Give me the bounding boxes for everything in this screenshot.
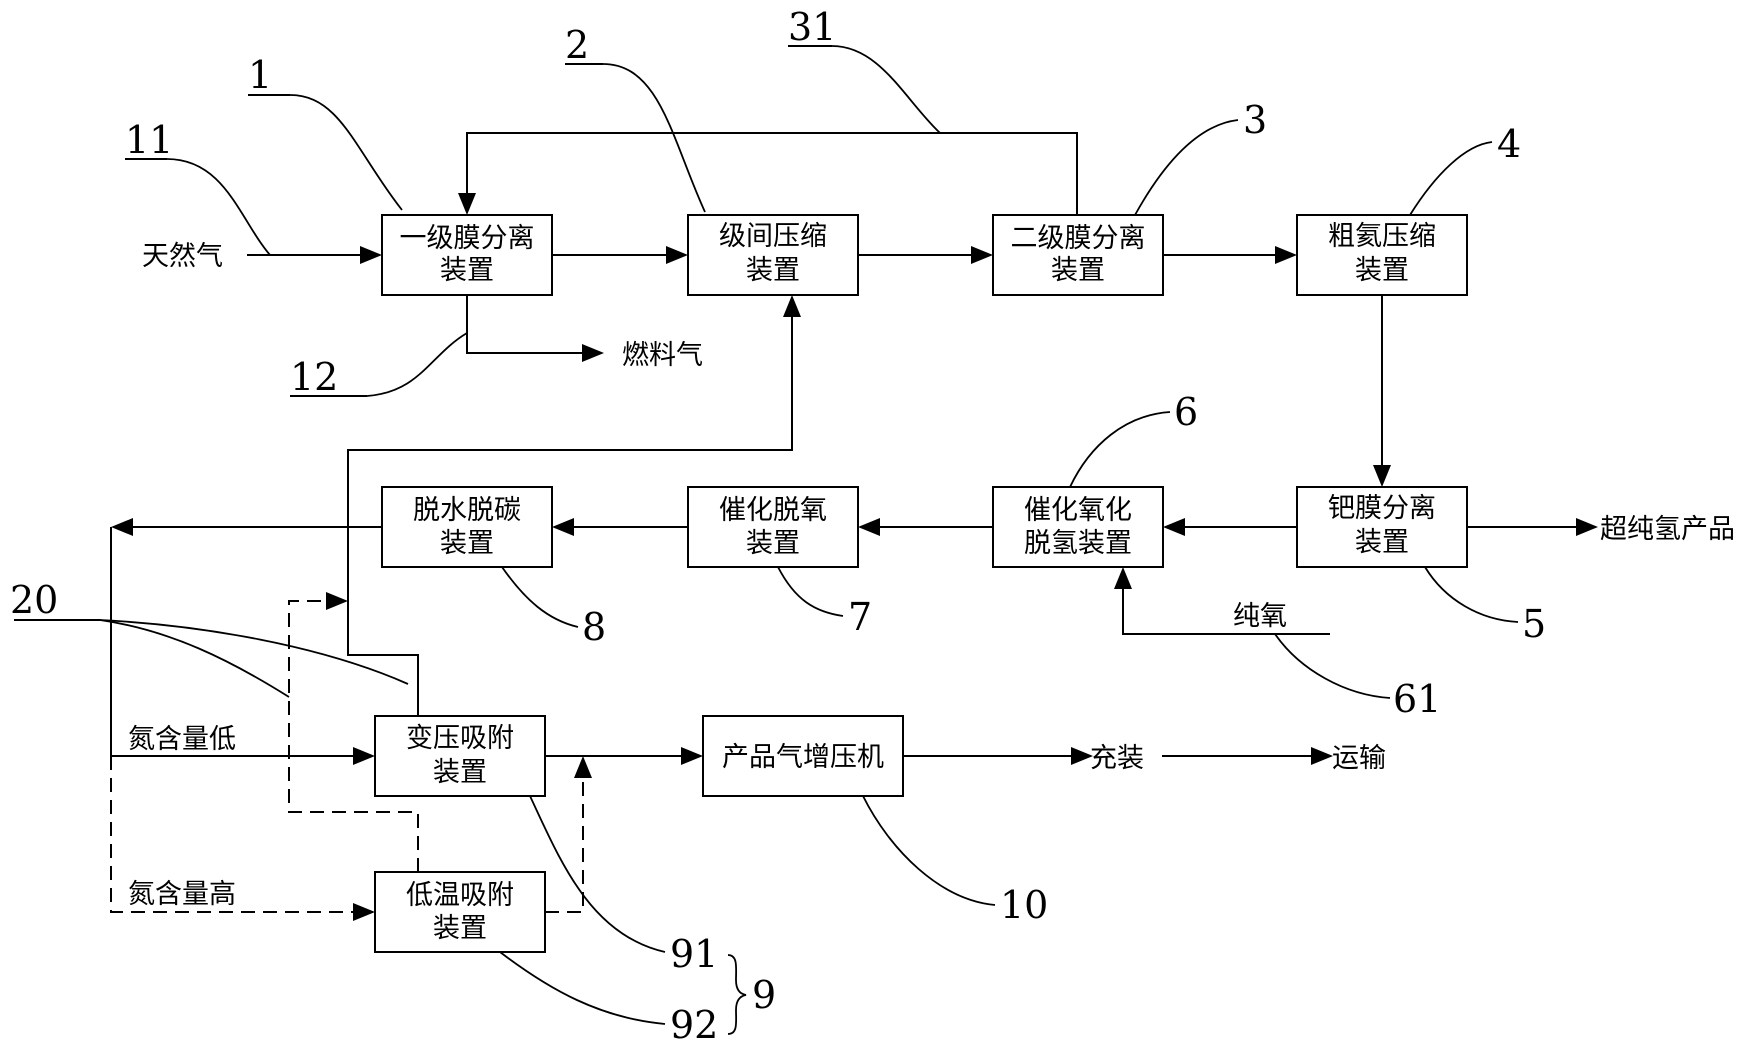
arrow-head	[666, 246, 688, 264]
palladium-membrane-separation-label-1: 钯膜分离	[1328, 493, 1436, 524]
ref-number-11: 11	[125, 118, 173, 162]
brace-91-92	[727, 954, 747, 1035]
primary-membrane-separation-label-1: 一级膜分离	[400, 223, 535, 254]
ref-number-12: 12	[290, 355, 338, 399]
ref-number-9: 9	[752, 973, 776, 1017]
leader-line-5	[1424, 566, 1519, 623]
crude-helium-compression-label-1: 粗氦压缩	[1328, 221, 1436, 252]
ultra-pure-hydrogen-label: 超纯氢产品	[1600, 514, 1735, 545]
leader-line-1	[289, 94, 403, 211]
crude-helium-compression-label-2: 装置	[1355, 255, 1409, 286]
dehydration-decarbonization-label-2: 装置	[440, 528, 494, 559]
pressure-swing-adsorption-label-2: 装置	[433, 757, 487, 788]
catalytic-deoxygenation-label-2: 装置	[746, 528, 800, 559]
arrow-head	[552, 518, 574, 536]
leader-line-2	[602, 63, 706, 213]
filling-label: 充装	[1090, 743, 1144, 774]
pure-oxygen-line	[1122, 585, 1330, 635]
leader-line-7	[777, 566, 844, 617]
high-nitrogen-dashed-line	[110, 756, 357, 913]
pure-oxygen-label: 纯氧	[1233, 601, 1287, 632]
arrow-head	[360, 246, 382, 264]
arrow-head	[353, 747, 375, 765]
arrow-head	[458, 193, 476, 215]
leader-line-61	[1274, 633, 1391, 699]
primary-membrane-separation-box	[381, 214, 553, 296]
interstage-compression-label-1: 级间压缩	[719, 221, 827, 252]
arrow-head	[326, 592, 348, 610]
ref-number-10: 10	[1000, 883, 1048, 927]
arrow-head	[1275, 246, 1297, 264]
ref-number-7: 7	[848, 595, 872, 639]
arrow-head	[783, 295, 801, 317]
arrow-head	[1163, 518, 1185, 536]
recycle-line-31	[466, 132, 1078, 215]
leader-line-20a	[99, 619, 409, 685]
ref-number-5: 5	[1522, 602, 1546, 646]
catalytic-deoxygenation-label-1: 催化脱氧	[719, 495, 827, 526]
recycle-line-20	[347, 313, 793, 716]
ref-number-1: 1	[248, 53, 272, 97]
ref-number-91: 91	[670, 932, 718, 976]
transport-label: 运输	[1332, 743, 1386, 774]
natural-gas-label: 天然气	[142, 241, 223, 272]
low-temperature-adsorption-label-1: 低温吸附	[406, 880, 514, 911]
leader-line-8	[501, 566, 579, 628]
ref-number-6: 6	[1174, 390, 1198, 434]
leader-line-31	[831, 45, 941, 134]
secondary-membrane-separation-label-2: 装置	[1051, 255, 1105, 286]
interstage-compression-box	[687, 214, 859, 296]
arrow-head	[681, 747, 703, 765]
product-gas-booster-label: 产品气增压机	[722, 742, 884, 773]
ref-number-2: 2	[565, 23, 589, 67]
palladium-membrane-separation-box	[1296, 486, 1468, 568]
arrow-head	[1071, 747, 1093, 765]
arrow-head	[858, 518, 880, 536]
high-nitrogen-label: 氮含量高	[128, 879, 236, 910]
leader-line-20b	[99, 619, 290, 698]
ref-number-61: 61	[1393, 677, 1441, 721]
pressure-swing-adsorption-label-1: 变压吸附	[406, 723, 514, 754]
ref-number-4: 4	[1497, 122, 1521, 166]
arrow-head	[353, 903, 375, 921]
arrow-head	[1373, 465, 1391, 487]
leader-line-92	[499, 951, 666, 1025]
arrow-head	[1311, 747, 1333, 765]
primary-membrane-separation-label-2: 装置	[440, 255, 494, 286]
low-temperature-adsorption-label-2: 装置	[433, 913, 487, 944]
leader-line-6	[1069, 411, 1171, 488]
catalytic-oxidation-dehydrogenation-label-2: 脱氢装置	[1024, 528, 1132, 559]
leader-line-10	[862, 795, 996, 906]
arrow-head	[111, 518, 133, 536]
interstage-compression-label-2: 装置	[746, 255, 800, 286]
ref-number-20: 20	[10, 578, 58, 622]
leader-line-12	[366, 332, 468, 397]
leader-line-91	[529, 795, 666, 953]
catalytic-oxidation-dehydrogenation-label-1: 催化氧化	[1024, 495, 1132, 526]
arrow-head	[574, 756, 592, 778]
ref-number-3: 3	[1243, 98, 1267, 142]
arrow-head	[1114, 567, 1132, 589]
fuel-gas-line	[466, 295, 586, 354]
leader-line-3	[1134, 119, 1239, 216]
catalytic-deoxygenation-box	[687, 486, 859, 568]
low-nitrogen-label: 氮含量低	[128, 724, 236, 755]
low-temp-to-booster-dashed-line	[545, 774, 584, 913]
leader-line-4	[1409, 141, 1493, 216]
arrow-head	[971, 246, 993, 264]
fuel-gas-label: 燃料气	[622, 340, 703, 371]
arrow-head	[582, 344, 604, 362]
ref-number-31: 31	[788, 5, 836, 49]
low-temp-recycle-dashed-line	[288, 600, 419, 872]
dehydration-decarbonization-label-1: 脱水脱碳	[413, 495, 521, 526]
secondary-membrane-separation-label-1: 二级膜分离	[1011, 223, 1146, 254]
palladium-membrane-separation-label-2: 装置	[1355, 527, 1409, 558]
leader-line-11	[166, 158, 271, 256]
ref-number-92: 92	[670, 1003, 718, 1047]
ref-number-8: 8	[582, 605, 606, 649]
crude-helium-compression-box	[1296, 214, 1468, 296]
low-temperature-adsorption-box	[374, 871, 546, 953]
arrow-head	[1576, 518, 1598, 536]
